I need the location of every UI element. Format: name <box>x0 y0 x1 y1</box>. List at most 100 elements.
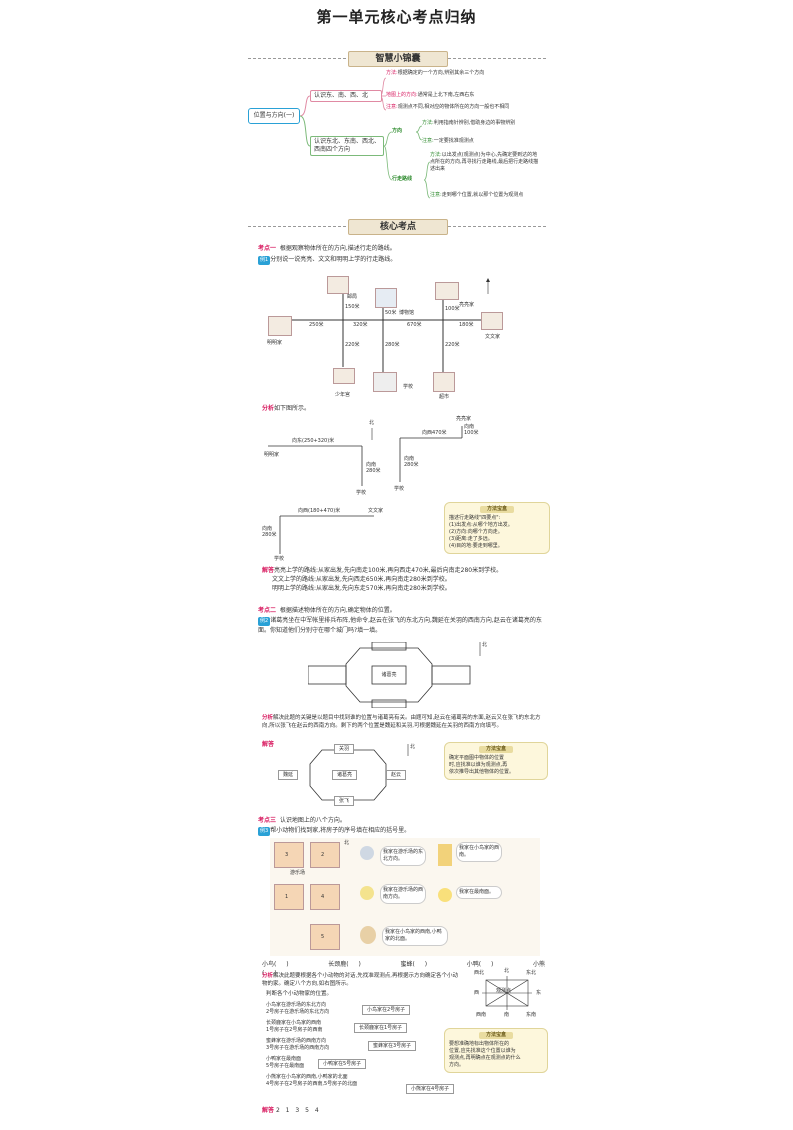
kp3-animal-scene: 游乐场 北 1 2 3 4 5 我家在游乐场的东北方向。 我家在小鸟家的西南。 … <box>270 838 540 956</box>
dist-220b: 220米 <box>445 342 460 348</box>
route-south280: 向南280米 <box>366 462 381 474</box>
step-4-a: 小鸭家在5号房子 <box>318 1059 367 1069</box>
giraffe-icon <box>438 844 452 866</box>
house-icon <box>310 884 340 910</box>
dist-670: 670米 <box>407 322 422 328</box>
branch1-item-3: 注意:观测点不同,相对应的物体所在的方向一般也不相同 <box>386 104 510 110</box>
answer-east: 赵云 <box>386 770 407 780</box>
kp3-analysis: 分析解决此题要根据各个小动物的对话,先找准观测点,再根据示方向确定各个小动物的家… <box>262 973 459 987</box>
answer-north: 关羽 <box>334 744 355 754</box>
post-office-icon <box>327 276 349 294</box>
sub-direction: 方向 <box>392 128 403 134</box>
bee-icon <box>360 886 374 900</box>
route-mingming: 明明家 <box>264 452 280 458</box>
route-item-2: 注意:走到哪个位置,就以那个位置为观测点 <box>430 192 524 198</box>
house-number: 1 <box>285 894 289 900</box>
kp2-analysis: 分析解决此题的关键是以题目中找到谁的位置与诸葛亮有关。由题可知,赵云在诸葛亮的东… <box>262 715 541 729</box>
compass-e: 东 <box>536 990 542 996</box>
step-3-a: 蜜蜂家在3号房子 <box>368 1041 417 1051</box>
kp2-heading: 考点二 根据描述物体所在的方向,确定物体的位置。 <box>258 607 396 614</box>
route-lines <box>268 426 463 554</box>
compass-ne: 东北 <box>526 970 537 976</box>
kp3-solution: 解答 2 1 3 5 4 <box>262 1107 319 1114</box>
sub-route: 行走路线 <box>392 176 413 182</box>
compass-s: 南 <box>504 1012 510 1018</box>
kp1-method-box: 方法宝盒 描述行走路线"四要点": (1)出发点:从哪个地方出发。 (2)方向:… <box>444 502 550 554</box>
route-west: 向西(180+470)米 <box>298 508 341 514</box>
label-liangliang: 亮亮家 <box>459 302 475 308</box>
museum-icon <box>375 288 397 308</box>
house-icon <box>274 884 304 910</box>
mindmap-branch2: 认识东北、东南、西北、西南四个方向 <box>310 136 384 156</box>
kp3-fill-line: 小鸟( ) 长颈鹿( ) 蜜蜂( ) 小鸭( ) 小熊( ) <box>262 961 545 977</box>
compass-center: 观测点 <box>496 988 512 994</box>
example-tag: 例2 <box>258 617 271 626</box>
route-south280c: 向南280米 <box>262 526 277 538</box>
market-icon <box>433 372 455 392</box>
kp3-method-box: 方法宝盒 要想准确地标出物体所在的 位置,应先找准这个位置以谁为 观测点,再明确… <box>444 1028 548 1073</box>
dist-150: 150米 <box>345 304 360 310</box>
wenwen-house-icon <box>481 312 503 330</box>
label-post: 邮局 <box>347 294 358 300</box>
bee-bubble: 我家在游乐场的西南方向。 <box>380 884 426 904</box>
branch1-item-2: 地图上的方向:通常是上北下南,左西右东 <box>386 92 475 98</box>
dist-100: 100米 <box>445 306 460 312</box>
city-north: 北 <box>482 642 488 648</box>
kp1-analysis: 分析如下图所示。 <box>262 405 311 412</box>
route-school3: 学校 <box>274 556 285 562</box>
duck-icon <box>438 888 452 902</box>
mindmap-section-header: 智慧小锦囊 <box>248 50 546 67</box>
dist-50: 50米 <box>385 310 397 316</box>
kp1-map: 邮局 博物馆 亮亮家 明明家 文文家 少年宫 学校 超市 250米 320米 6… <box>263 272 503 402</box>
dist-180: 180米 <box>459 322 474 328</box>
palace-icon <box>333 368 355 384</box>
bear-bubble: 我家在小鸟家的西南,小鸭家的北面。 <box>382 926 448 946</box>
kp2-city-diagram: 诸葛亮 北 <box>308 642 488 708</box>
bear-icon <box>360 926 376 944</box>
label-palace: 少年宫 <box>335 392 351 398</box>
kp2-solution-tag: 解答 <box>262 741 275 748</box>
section-pill: 核心考点 <box>348 219 448 235</box>
answer-north-mark: 北 <box>410 744 416 750</box>
kp2-answer-diagram: 关羽 魏延 诸葛亮 赵云 张飞 北 <box>278 744 418 806</box>
mindmap-root: 位置与方向(一) <box>248 108 300 124</box>
kp1-heading: 考点一 根据观察物体所在的方向,描述行走的路线。 <box>258 245 396 252</box>
house-icon <box>310 842 340 868</box>
route-south100: 向南100米 <box>464 424 479 436</box>
kp2-method-box: 方法宝盒 确定平面图中物体的位置 时,应找准以谁为观测点,再 依次推导出其他物体… <box>444 742 548 780</box>
kp3-compass: 西北 北 东北 西 东 观测点 西南 南 东南 <box>468 966 546 1022</box>
bird-icon <box>360 846 374 860</box>
label-museum: 博物馆 <box>399 310 415 316</box>
dist-320: 320米 <box>353 322 368 328</box>
mindmap-branch1: 认识东、南、西、北 <box>310 90 382 102</box>
mindmap: 位置与方向(一) 认识东、南、西、北 方法:根据确定的一个方向,辨别其余三个方向… <box>248 70 546 220</box>
route-north: 北 <box>369 420 375 426</box>
kp3-analysis-lead: 判断各个小动物家的位置。 <box>266 991 333 997</box>
dist-250: 250米 <box>309 322 324 328</box>
answer-west: 魏延 <box>278 770 299 780</box>
house-number: 3 <box>285 852 289 858</box>
dist-280: 280米 <box>385 342 400 348</box>
branch1-item-1: 方法:根据确定的一个方向,辨别其余三个方向 <box>386 70 485 76</box>
compass-sw: 西南 <box>476 1012 487 1018</box>
core-section-header: 核心考点 <box>248 218 546 235</box>
content-column: 智慧小锦囊 位置与方向(一) 认识东、南、西、北 方法:根据确定的一个方向,辨别… <box>248 40 550 1120</box>
duck-bubble: 我家在最南面。 <box>456 886 502 899</box>
city-outline <box>308 642 481 708</box>
label-school: 学校 <box>403 384 414 390</box>
page-title: 第一单元核心考点归纳 <box>316 8 477 26</box>
route-south280b: 向南280米 <box>404 456 419 468</box>
scene-north: 北 <box>344 840 350 846</box>
school-icon <box>373 372 397 392</box>
route-wenwen: 文文家 <box>368 508 384 514</box>
kp1-routes: 向东(250+320)米 明明家 北 向南280米 学校 向西470米 亮亮家 … <box>262 416 546 566</box>
kp1-solution: 解答亮亮上学的路线:从家出发,先向南走100米,再向西走470米,最后向南走28… <box>262 567 503 592</box>
answer-outline <box>309 744 409 801</box>
route-item-1: 方法:以出发点(观测点)为中心,先确定要到达的地点所在的方向,再寻找行走路线,最… <box>430 152 539 172</box>
route-school2: 学校 <box>394 486 405 492</box>
